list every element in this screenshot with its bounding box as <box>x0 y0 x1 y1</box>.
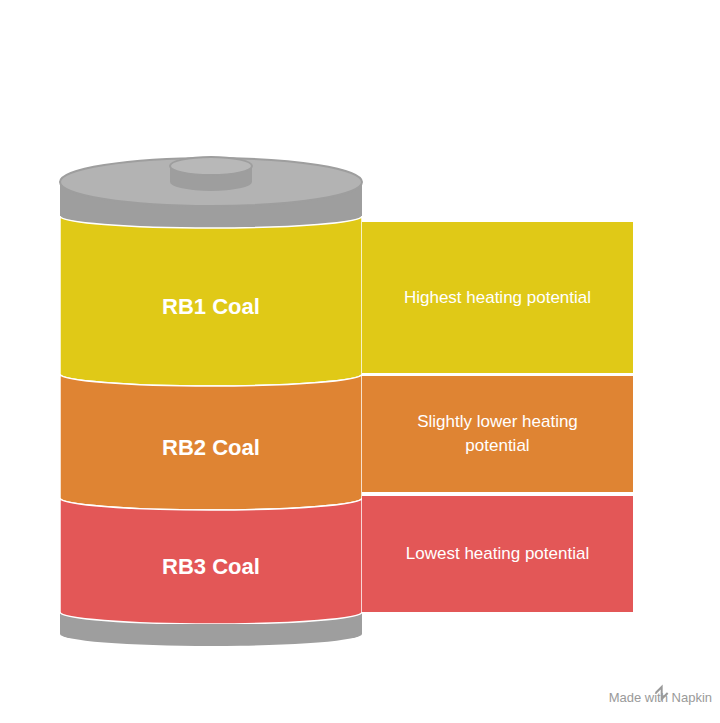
shape-fill <box>362 222 633 373</box>
battery-terminal-top <box>170 157 252 175</box>
coal-band: RB1 Coal <box>60 216 362 386</box>
description-box: Lowest heating potential <box>362 496 633 612</box>
shape-fill <box>362 376 633 492</box>
band-label: RB2 Coal <box>162 435 260 461</box>
shape-fill <box>60 216 362 386</box>
watermark: Made with Napkin <box>609 690 712 705</box>
description-box: Slightly lower heating potential <box>362 376 633 492</box>
description-text: Slightly lower heating potential <box>403 410 593 458</box>
battery-cap-top <box>60 158 362 206</box>
box-shape <box>362 376 633 492</box>
description-text: Lowest heating potential <box>406 542 589 566</box>
description-text: Highest heating potential <box>404 286 591 310</box>
coal-band: RB2 Coal <box>60 374 362 510</box>
band-label: RB3 Coal <box>162 554 260 580</box>
shape-fill <box>60 498 362 624</box>
shape-fill <box>60 374 362 510</box>
band-label: RB1 Coal <box>162 294 260 320</box>
coal-band: RB3 Coal <box>60 498 362 624</box>
shape-fill <box>362 496 633 612</box>
description-box: Highest heating potential <box>362 222 633 373</box>
